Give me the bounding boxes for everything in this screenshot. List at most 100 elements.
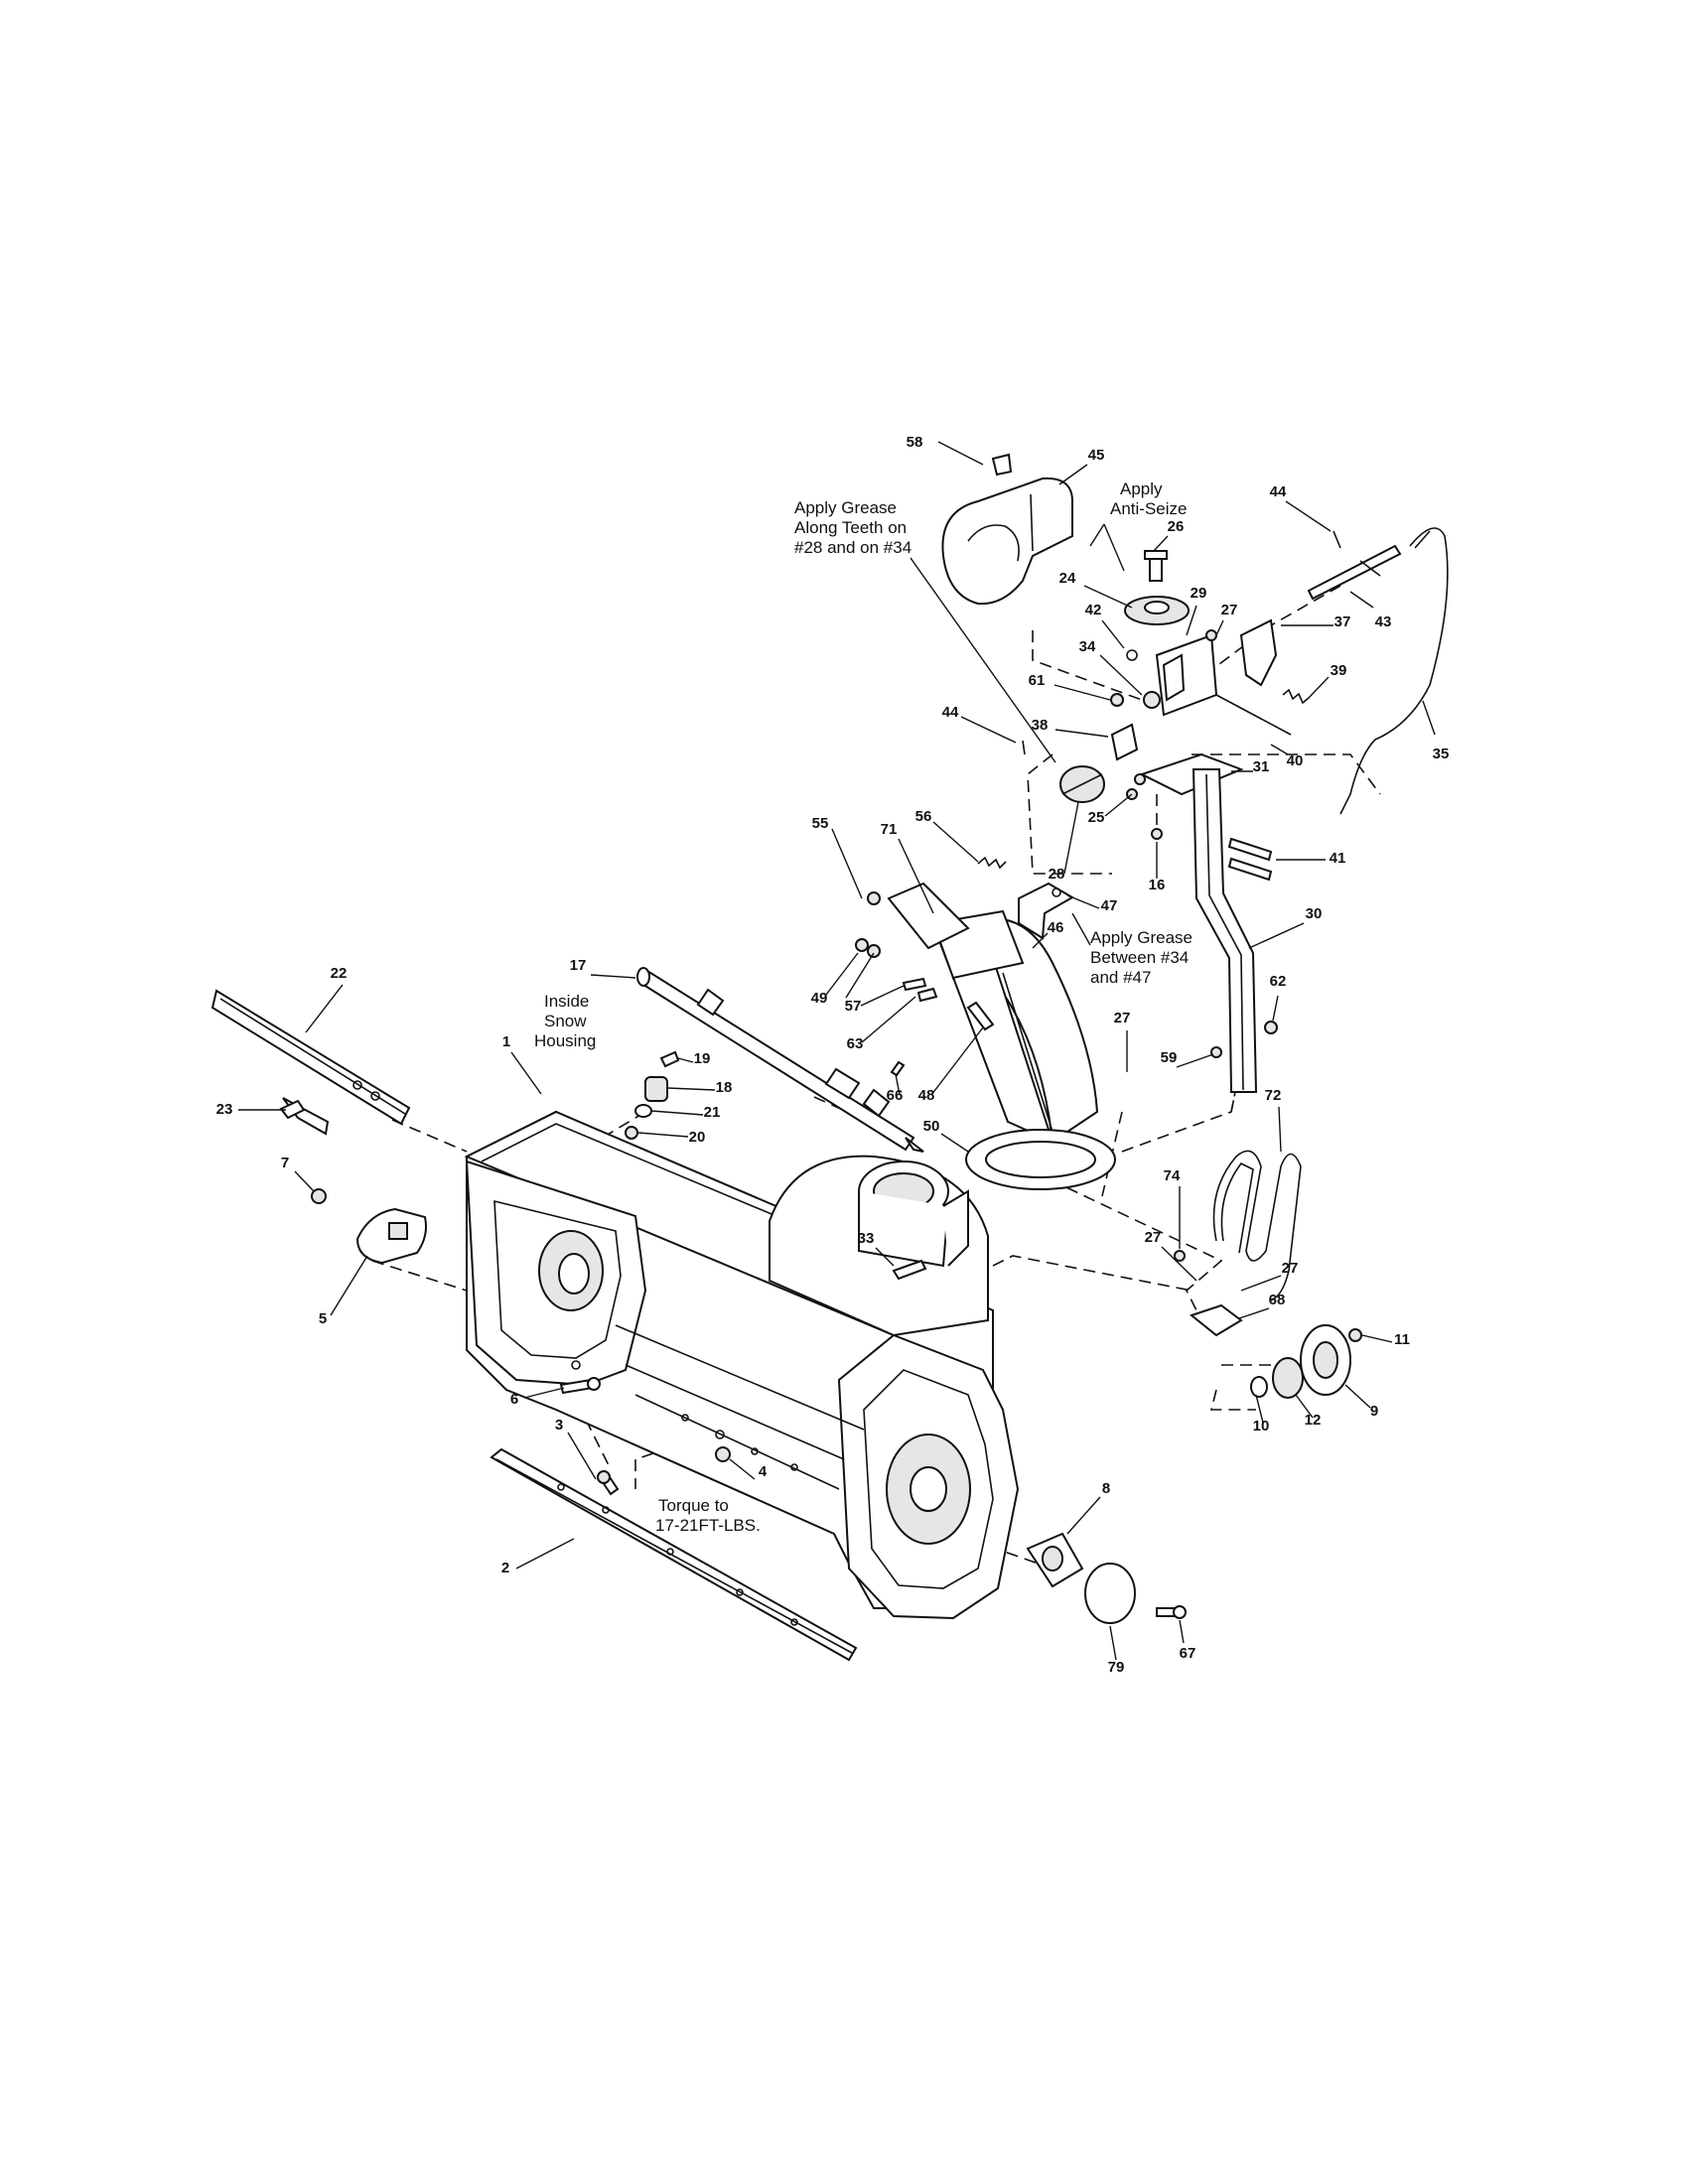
callout-55: 55 [812,815,829,832]
callout-29: 29 [1191,585,1207,602]
callout-21: 21 [704,1104,721,1121]
callout-38: 38 [1032,717,1049,734]
callout-20: 20 [689,1129,706,1146]
callout-71: 71 [881,821,898,838]
callout-62: 62 [1270,973,1287,990]
part-46-discharge-chute [931,909,1099,1144]
callout-9: 9 [1370,1403,1378,1420]
callout-72: 72 [1265,1087,1282,1104]
callout-7: 7 [281,1155,289,1171]
callout-79: 79 [1108,1659,1125,1676]
part-4-hex-nut [715,1446,731,1462]
callout-41: 41 [1330,850,1346,867]
callout-28: 28 [1049,866,1065,883]
callout-17: 17 [570,957,587,974]
part-67-bolt [1156,1605,1187,1619]
callout-45: 45 [1088,447,1105,464]
part-11-bolt [1348,1328,1362,1342]
callout-1: 1 [502,1033,510,1050]
part-20-lock-nut [625,1126,638,1140]
part-58-knob [991,453,1013,477]
part-50-chute-base-ring [965,1129,1116,1190]
callout-27d: 27 [1282,1260,1299,1277]
part-26-bolt [1144,550,1168,582]
callout-61: 61 [1029,672,1046,689]
part-43-crank-rod [1307,544,1402,601]
part-38-collar [1110,723,1139,761]
part-59-screw [1210,1046,1222,1058]
part-62-nut [1264,1021,1278,1034]
part-63-bolt [916,987,938,1003]
callout-58: 58 [907,434,923,451]
part-47-bracket [1018,882,1074,940]
part-41-bolts [1227,837,1273,882]
part-74-washer [1174,1250,1186,1262]
part-9-flange [1300,1324,1351,1396]
callout-10: 10 [1253,1418,1270,1434]
callout-22: 22 [331,965,348,982]
callout-68: 68 [1269,1292,1286,1308]
callout-19: 19 [694,1050,711,1067]
callout-4: 4 [759,1463,768,1480]
part-8-bearing-flange [1026,1532,1084,1588]
part-37-lever [1239,618,1278,687]
callout-25: 25 [1088,809,1105,826]
part-28-worm-gear [1059,765,1105,803]
callout-44b: 44 [942,704,959,721]
part-45-chute-deflector [941,477,1073,606]
callout-34: 34 [1079,638,1096,655]
part-40-pin [1215,694,1292,736]
note-grease-teeth: Apply Grease Along Teeth on #28 and on #… [794,498,912,557]
callout-18: 18 [716,1079,733,1096]
callout-35: 35 [1433,746,1450,762]
callout-3: 3 [555,1417,563,1433]
callout-56: 56 [915,808,932,825]
note-grease-between: Apply Grease Between #34 and #47 [1090,928,1197,987]
note-torque: Torque to 17-21FT-LBS. [655,1496,761,1535]
part-57-bolt [902,977,927,992]
callout-33: 33 [858,1230,875,1247]
part-2-scraper-bar [490,1447,858,1662]
callout-40: 40 [1287,752,1304,769]
callout-5: 5 [319,1310,327,1327]
callout-23: 23 [216,1101,233,1118]
part-39-spring [1282,688,1310,705]
part-55-nut [867,891,881,905]
part-42-washer [1126,649,1138,661]
part-22-shave-plate [210,989,411,1136]
callout-59: 59 [1161,1049,1178,1066]
part-10-washer [1250,1376,1268,1398]
part-18-bushing [644,1076,668,1102]
callout-74: 74 [1164,1167,1181,1184]
note-inside-snow-housing: Inside Snow Housing [534,992,596,1050]
part-3-carriage-bolt [597,1470,620,1496]
part-72-handle [1212,1150,1302,1301]
callout-8: 8 [1102,1480,1110,1497]
part-49-washers [855,938,881,958]
part-79-cover-plate [1084,1563,1136,1624]
part-34-pinion [1143,691,1161,709]
callout-11: 11 [1394,1331,1410,1348]
callout-6: 6 [510,1391,518,1408]
callout-43: 43 [1375,614,1392,630]
part-71-deflector [887,882,970,950]
part-68-bracket [1189,1303,1243,1337]
callout-63: 63 [847,1035,864,1052]
part-16-nut [1151,828,1163,840]
callout-27c: 27 [1145,1229,1162,1246]
part-27-screws [1205,629,1217,641]
part-61-nut [1110,693,1124,707]
part-33-impeller-housing [769,1155,989,1337]
callout-24: 24 [1059,570,1076,587]
callout-30: 30 [1306,905,1323,922]
part-6-bolt [559,1377,601,1395]
part-44-hairpin-clips [1022,530,1341,755]
part-35-cable [1339,527,1449,815]
part-56-spring [977,856,1007,870]
part-17-auger-shaft [636,967,924,1153]
part-21-flat-washer [634,1104,652,1118]
part-19-shear-bolt [659,1050,680,1068]
callout-27a: 27 [1221,602,1238,618]
part-30-crank-tube [1192,768,1258,1093]
